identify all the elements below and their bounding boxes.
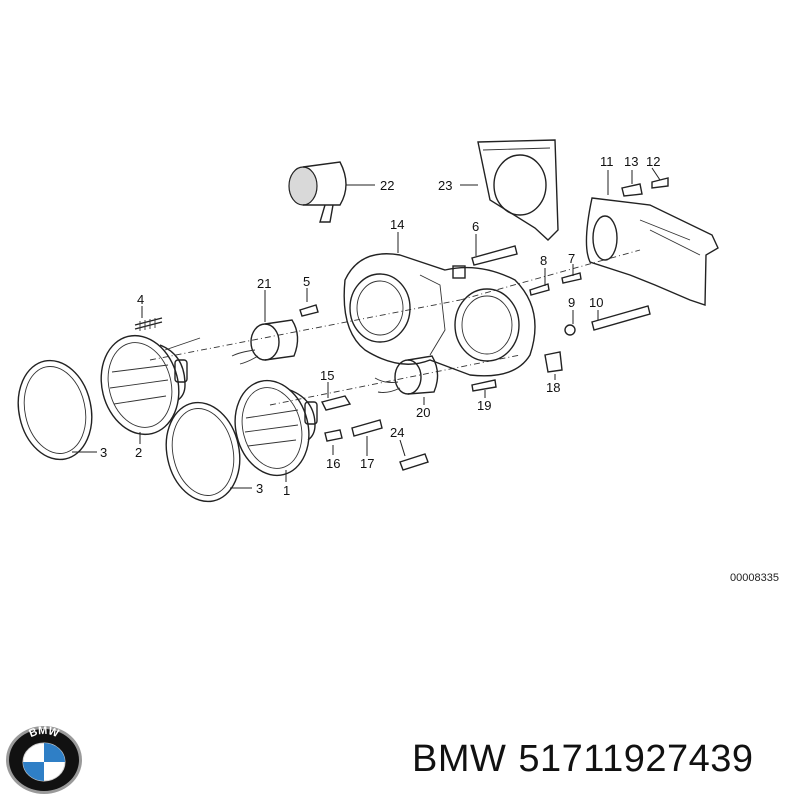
small-parts: [299, 177, 669, 471]
bulb-holder-20: [374, 355, 439, 395]
trim-ring-left: [17, 359, 93, 461]
diagram-number: 00008335: [730, 572, 779, 584]
callout-24: 24: [390, 425, 404, 440]
bmw-roundel-icon: BMW: [6, 725, 82, 794]
cover-11: [585, 197, 719, 306]
footer-brand: BMW: [412, 738, 507, 780]
headlamp-right: [234, 379, 318, 477]
callout-20: 20: [416, 405, 430, 420]
leader-lines: [72, 167, 661, 489]
callout-16: 16: [326, 456, 340, 471]
callout-14: 14: [390, 217, 404, 232]
callout-10: 10: [589, 295, 603, 310]
callout-11: 11: [600, 154, 614, 169]
footer-part-label: BMW 51711927439: [412, 738, 766, 781]
adjusting-screw: [134, 317, 201, 351]
callout-13: 13: [624, 154, 638, 169]
callout-22: 22: [380, 178, 394, 193]
axis-lines: [149, 249, 641, 406]
callout-21: 21: [257, 276, 271, 291]
callout-9: 9: [568, 295, 575, 310]
callout-4: 4: [137, 292, 144, 307]
callout-3a: 3: [100, 445, 107, 460]
trim-ring-right: [165, 401, 241, 503]
callout-7: 7: [568, 251, 575, 266]
callout-12: 12: [646, 154, 660, 169]
lamp-cup-22: [288, 161, 347, 223]
callout-23: 23: [438, 178, 452, 193]
callout-2: 2: [135, 445, 142, 460]
callout-labels: 3 2 3 1 4 5 21 22 23 14 6 11 13 12 8 7 9…: [100, 154, 660, 498]
callout-8: 8: [540, 253, 547, 268]
bracket-23: [477, 139, 559, 241]
headlamp-left: [100, 334, 188, 436]
logo-letters: BMW: [27, 725, 60, 740]
footer-part-number: 51711927439: [518, 738, 754, 780]
callout-17: 17: [360, 456, 374, 471]
callout-1: 1: [283, 483, 290, 498]
callout-6: 6: [472, 219, 479, 234]
headlamp-housing-14: [343, 253, 536, 377]
callout-19: 19: [477, 398, 491, 413]
callout-5: 5: [303, 274, 310, 289]
callout-18: 18: [546, 380, 560, 395]
callout-15: 15: [320, 368, 334, 383]
callout-3b: 3: [256, 481, 263, 496]
bulb-holder-21: [231, 319, 299, 365]
